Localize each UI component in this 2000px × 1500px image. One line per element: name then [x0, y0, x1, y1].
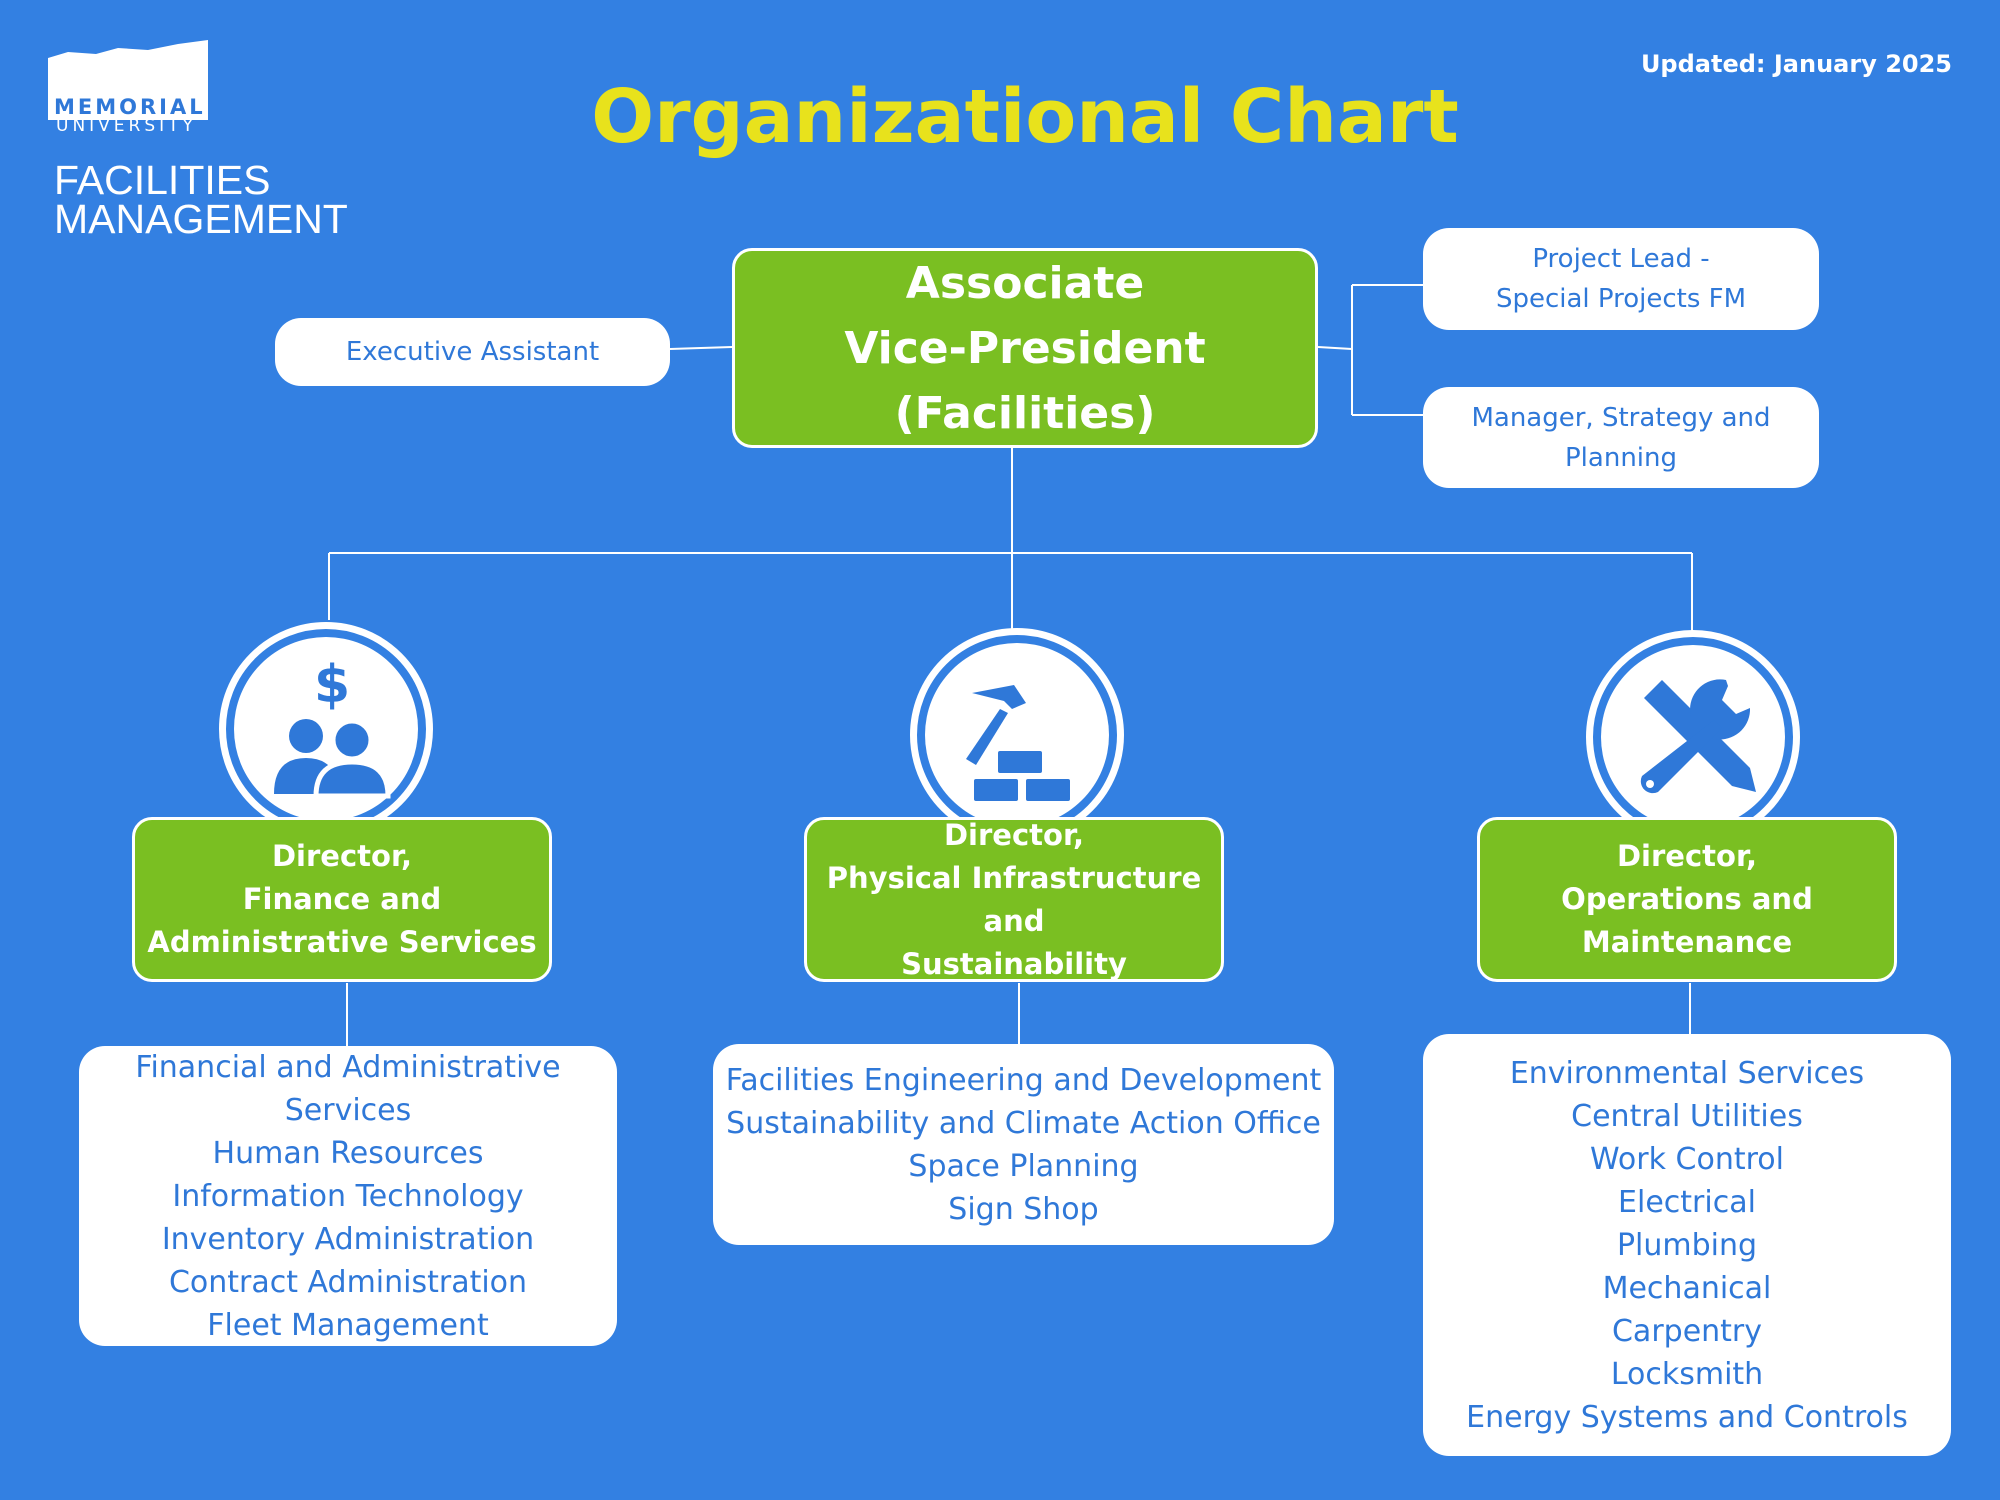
list-item: Financial and Administrative Services [135, 1049, 561, 1128]
list-item: Plumbing [1616, 1227, 1758, 1263]
list-item: Carpentry [1611, 1313, 1763, 1349]
avp-box: Associate Vice-President (Facilities) [732, 248, 1318, 448]
logo-memorial: MEMORIAL [54, 95, 206, 119]
manager-strategy-line2: Planning [1565, 442, 1677, 473]
logo-university: UNIVERSITY [56, 116, 197, 136]
director-finance-line2: Finance and [242, 882, 442, 916]
facilities-heading: FACILITIES [54, 157, 271, 203]
list-item: Inventory Administration [161, 1221, 535, 1257]
hammer-bricks-icon [966, 685, 1070, 801]
list-item: Energy Systems and Controls [1466, 1399, 1908, 1435]
list-item: Fleet Management [207, 1307, 489, 1343]
list-item: Locksmith [1610, 1356, 1764, 1392]
page-title: Organizational Chart [591, 74, 1459, 160]
list-item: Contract Administration [168, 1264, 528, 1300]
tools-icon [1640, 679, 1756, 794]
finance-people-icon: $ [274, 655, 391, 799]
list-item: Sign Shop [948, 1191, 1099, 1227]
project-lead-box: Project Lead - Special Projects FM [1423, 228, 1819, 330]
list-item: Environmental Services [1509, 1055, 1865, 1091]
finance-units-box: Financial and Administrative Services Hu… [79, 1046, 617, 1346]
svg-text:$: $ [314, 655, 350, 715]
infrastructure-circle [910, 628, 1124, 842]
list-item: Facilities Engineering and Development [725, 1062, 1322, 1098]
avp-title-line2: Vice-President (Facilities) [844, 322, 1206, 439]
updated-date: Updated: January 2025 [1640, 50, 1952, 78]
director-operations-line2: Operations and [1561, 882, 1813, 916]
avp-title-line1: Associate [905, 257, 1145, 309]
infrastructure-units-box: Facilities Engineering and Development S… [713, 1044, 1334, 1245]
list-item: Mechanical [1602, 1270, 1772, 1306]
director-infrastructure-line1: Director, [943, 817, 1084, 852]
executive-assistant-box: Executive Assistant [275, 318, 670, 386]
director-infrastructure-box: Director, Physical Infrastructure and Su… [804, 817, 1224, 982]
director-operations-box: Director, Operations and Maintenance [1477, 817, 1897, 982]
list-item: Sustainability and Climate Action Office [726, 1105, 1321, 1141]
operations-circle [1586, 630, 1800, 844]
memorial-university-logo [48, 40, 210, 136]
project-lead-line2: Special Projects FM [1495, 284, 1747, 314]
project-lead-line1: Project Lead - [1532, 244, 1710, 274]
director-finance-box: Director, Finance and Administrative Ser… [132, 817, 552, 982]
executive-assistant-label: Executive Assistant [345, 337, 600, 367]
list-item: Human Resources [212, 1135, 484, 1171]
list-item: Work Control [1590, 1141, 1784, 1177]
director-operations-line3: Maintenance [1581, 925, 1793, 959]
director-finance-line1: Director, [271, 839, 412, 873]
list-item: Electrical [1618, 1184, 1756, 1220]
manager-strategy-box: Manager, Strategy and Planning [1423, 387, 1819, 488]
operations-units-box: Environmental Services Central Utilities… [1423, 1034, 1951, 1456]
management-heading: MANAGEMENT [54, 196, 348, 242]
logo-banner-icon [48, 40, 208, 120]
director-infrastructure-line3: Sustainability [901, 946, 1127, 981]
list-item: Information Technology [172, 1178, 524, 1214]
director-operations-line1: Director, [1616, 839, 1757, 873]
list-item: Central Utilities [1571, 1098, 1803, 1134]
manager-strategy-line1: Manager, Strategy and [1471, 402, 1771, 433]
list-item: Space Planning [908, 1148, 1139, 1184]
director-finance-line3: Administrative Services [147, 925, 537, 959]
finance-circle: $ [219, 622, 433, 836]
director-infrastructure-line2: Physical Infrastructure and [826, 860, 1202, 938]
